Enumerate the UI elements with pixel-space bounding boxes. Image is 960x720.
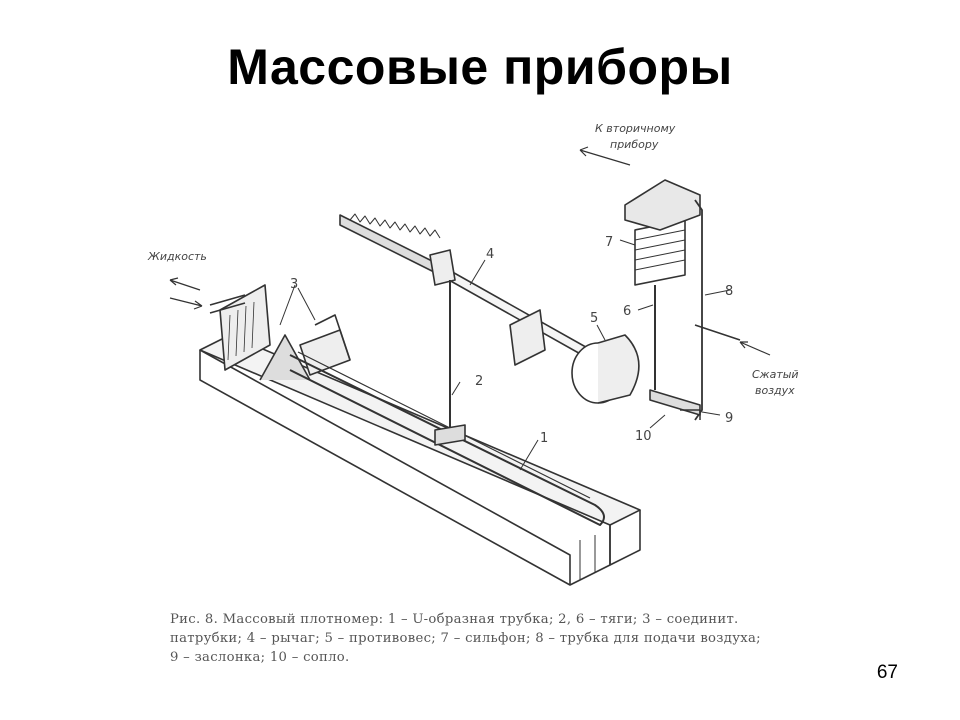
air-tube (694, 199, 703, 421)
page-number: 67 (876, 662, 898, 683)
u-tube (289, 354, 605, 526)
caption-line: Рис. 8. Массовый плотномер: 1 – U-образн… (170, 612, 739, 627)
inlet-pipes (209, 294, 246, 314)
label-2: 2 (475, 374, 483, 389)
label-4: 4 (486, 247, 494, 262)
label-7: 7 (605, 235, 613, 250)
label-10: 10 (635, 429, 652, 444)
air-arrow (739, 341, 771, 356)
lever-rack (339, 214, 441, 276)
nozzle (680, 409, 701, 420)
label-9: 9 (725, 411, 733, 426)
densitometer-diagram: 1 2 3 4 5 6 7 8 9 10 Жидкость К вторично… (140, 110, 830, 620)
annotation-liquid: Жидкость (147, 250, 207, 263)
annotation-air-2: воздух (755, 384, 795, 397)
label-5: 5 (590, 311, 598, 326)
lever-bracket (429, 249, 456, 286)
annotation-air-1: Сжатый (752, 368, 799, 381)
slide-title: Массовые приборы (227, 39, 733, 95)
label-8: 8 (725, 284, 733, 299)
label-1: 1 (540, 431, 548, 446)
label-3: 3 (290, 277, 298, 292)
diagram-drawing: 1 2 3 4 5 6 7 8 9 10 Жидкость К вторично… (147, 122, 799, 586)
annotation-secondary-1: К вторичному (595, 122, 676, 135)
label-6: 6 (623, 304, 631, 319)
secondary-arrow (579, 146, 631, 166)
caption-line: 9 – заслонка; 10 – сопло. (170, 650, 350, 665)
figure-caption: Рис. 8. Массовый плотномер: 1 – U-образн… (170, 610, 830, 667)
bellows-cap (624, 179, 701, 231)
annotation-secondary-2: прибору (610, 138, 659, 151)
pivot-block (509, 309, 546, 366)
liquid-arrow-in (169, 297, 203, 310)
liquid-arrow-out (169, 277, 201, 291)
caption-line: патрубки; 4 – рычаг; 5 – противовес; 7 –… (170, 631, 761, 646)
rocker-support (259, 334, 311, 381)
flap (649, 389, 701, 416)
